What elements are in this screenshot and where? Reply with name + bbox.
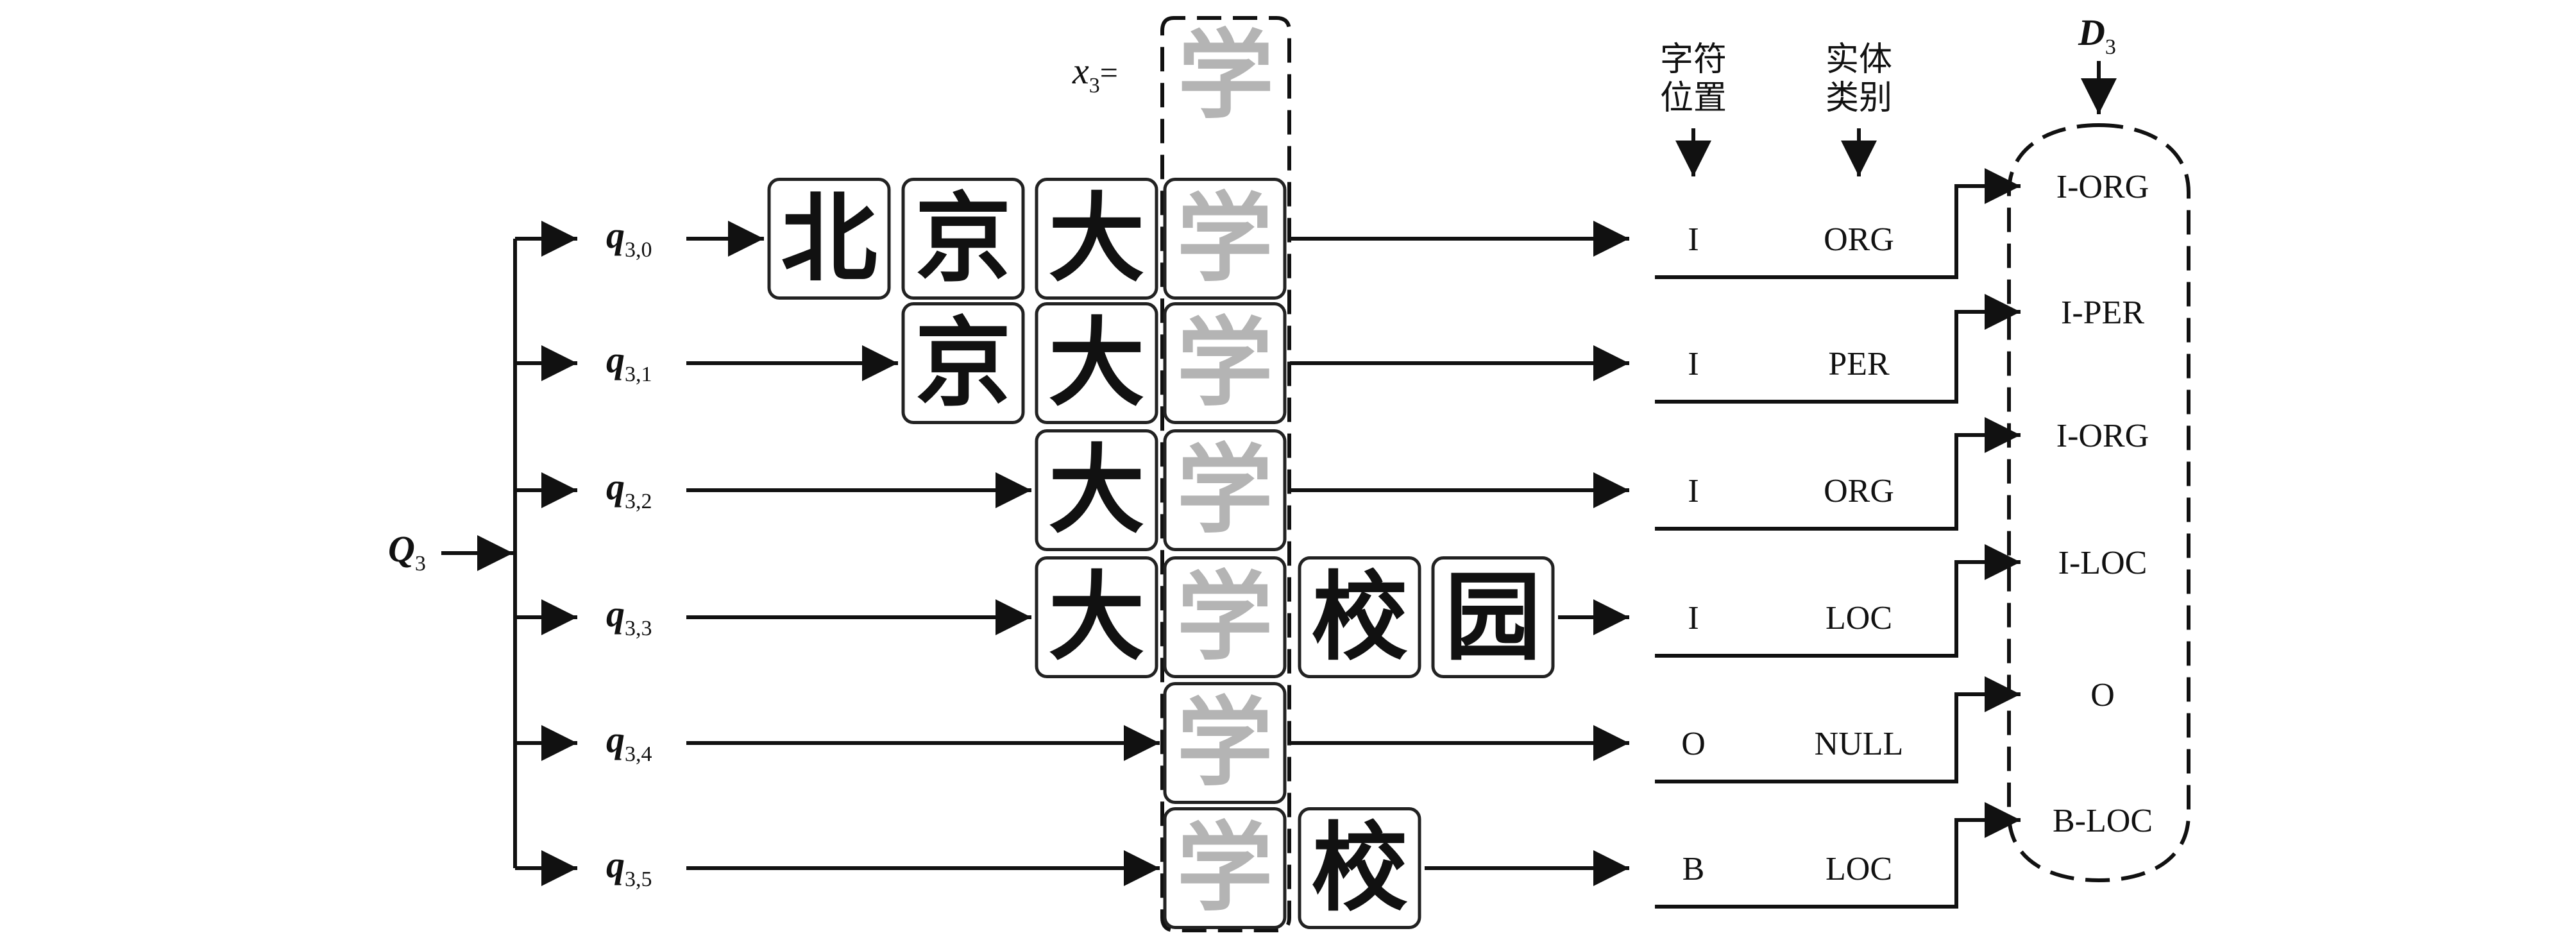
output-tag-3: I-LOC (2058, 545, 2148, 581)
char-glyph: 学 (1176, 687, 1273, 799)
char-box (1163, 556, 1287, 678)
d-output-dashed-capsule (2007, 123, 2190, 883)
q-label: q3,0 (606, 214, 652, 262)
char-position-tag: B (1682, 851, 1705, 887)
char-box (1035, 178, 1158, 300)
x-main-label: x3= (1072, 50, 1118, 98)
char-position-tag: I (1688, 221, 1699, 258)
row-4: q3,4 学 O NULL (515, 676, 2021, 804)
output-tag-1: I-PER (2061, 295, 2144, 331)
char-glyph: 园 (1445, 561, 1541, 674)
x-column-dashed-frame (1160, 16, 1291, 932)
char-box (1035, 302, 1158, 424)
output-tag-0: I-ORG (2056, 169, 2149, 205)
char-box (901, 302, 1025, 424)
char-glyph: 京 (915, 307, 1011, 420)
char-glyph: 大 (1048, 561, 1144, 674)
q-label: q3,4 (606, 719, 652, 766)
d-main-label: D3 (2078, 12, 2116, 59)
q-main-label: Q3 (388, 528, 426, 576)
char-box (901, 178, 1025, 300)
entity-type-tag: ORG (1824, 473, 1894, 509)
svg-text:实体: 实体 (1826, 40, 1892, 79)
char-glyph: 大 (1048, 307, 1144, 420)
svg-text:D3: D3 (2078, 12, 2116, 59)
q-label: q3,5 (606, 844, 652, 891)
tag-to-output-connector (1655, 802, 2021, 909)
entity-type-tag: LOC (1826, 600, 1892, 637)
d-items-layer: I-ORG I-PER I-ORG I-LOC O B-LOC (2053, 169, 2153, 839)
entity-type-tag: LOC (1826, 851, 1892, 887)
row-1: q3,1 京大学 I PER (515, 294, 2021, 424)
tag-to-output-connector (1655, 544, 2021, 658)
output-tag-5: B-LOC (2053, 803, 2153, 839)
svg-text:字符: 字符 (1660, 40, 1727, 79)
q-label: q3,3 (606, 593, 652, 640)
output-tag-4: O (2090, 677, 2115, 714)
tag-to-output-connector (1655, 168, 2021, 279)
q-label: q3,2 (606, 466, 652, 513)
char-position-tag: I (1688, 600, 1699, 637)
char-glyph: 学 (1176, 434, 1273, 547)
entity-type-tag: ORG (1824, 221, 1894, 258)
header-char-position: 字符 位置 (1660, 40, 1727, 117)
char-box (1163, 682, 1287, 804)
header-entity-type: 实体 类别 (1826, 40, 1892, 117)
svg-text:Q3: Q3 (388, 528, 426, 576)
char-glyph: 学 (1176, 561, 1273, 674)
char-glyph: 校 (1311, 561, 1407, 674)
entity-type-tag: NULL (1815, 726, 1904, 762)
char-box (1163, 302, 1287, 424)
char-box (767, 178, 891, 300)
char-box (1035, 429, 1158, 551)
char-box (1163, 807, 1287, 929)
char-glyph: 北 (781, 182, 877, 295)
entity-type-tag: PER (1828, 346, 1890, 382)
char-glyph: 校 (1311, 812, 1407, 925)
char-glyph: 学 (1176, 307, 1273, 420)
char-box (1431, 556, 1555, 678)
row-0: q3,0 北京大学 I ORG (515, 168, 2021, 300)
tag-to-output-connector (1655, 676, 2021, 783)
char-glyph: 大 (1048, 434, 1144, 547)
row-2: q3,2 大学 I ORG (515, 417, 2021, 551)
char-glyph: 京 (915, 182, 1011, 295)
svg-text:位置: 位置 (1660, 79, 1727, 117)
tag-to-output-connector (1655, 294, 2021, 404)
q-label: q3,1 (606, 339, 652, 386)
char-position-tag: O (1681, 726, 1706, 762)
x-char: 学 (1178, 19, 1274, 132)
char-box (1035, 556, 1158, 678)
char-position-tag: I (1688, 346, 1699, 382)
char-glyph: 大 (1048, 182, 1144, 295)
char-glyph: 学 (1176, 182, 1273, 295)
char-box (1298, 807, 1421, 929)
output-tag-2: I-ORG (2056, 418, 2149, 454)
row-5: q3,5 学校 B LOC (515, 802, 2021, 929)
char-box (1298, 556, 1421, 678)
row-3: q3,3 大学校园 I LOC (515, 544, 2021, 678)
char-box (1163, 178, 1287, 300)
tag-to-output-connector (1655, 417, 2021, 531)
char-box (1163, 429, 1287, 551)
char-glyph: 学 (1176, 812, 1273, 925)
svg-text:类别: 类别 (1826, 79, 1892, 117)
svg-text:x3=: x3= (1072, 50, 1118, 98)
char-position-tag: I (1688, 473, 1699, 509)
